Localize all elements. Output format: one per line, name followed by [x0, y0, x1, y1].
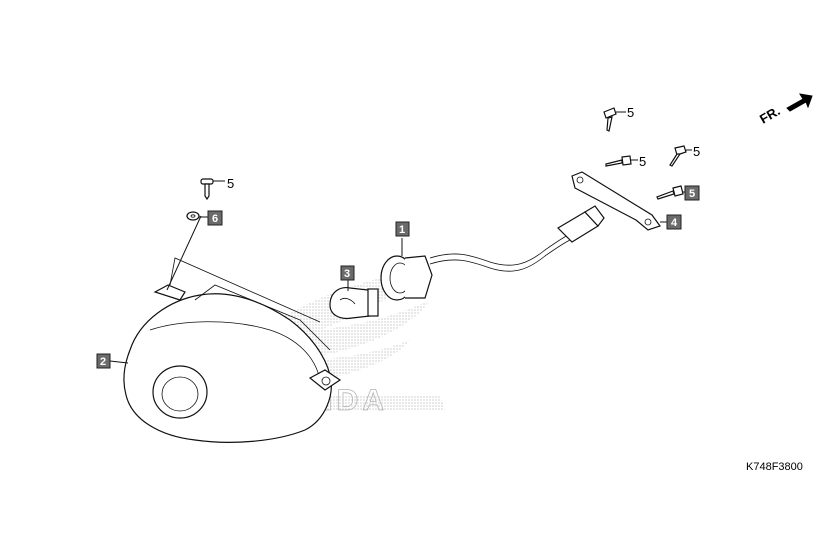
washer-part-6 — [186, 211, 208, 221]
callout-6[interactable]: 6 — [207, 210, 223, 226]
screw-part-5-lower — [656, 185, 685, 200]
svg-text:6: 6 — [212, 213, 218, 225]
callout-3[interactable]: 3 — [340, 265, 355, 281]
screw-part-5-left — [166, 178, 225, 291]
socket-part-1 — [380, 238, 433, 301]
front-direction-indicator: FR. — [757, 93, 813, 127]
callout-2[interactable]: 2 — [96, 353, 111, 369]
headlight-housing — [123, 257, 342, 443]
callout-5-boxed[interactable]: 5 — [684, 185, 700, 201]
wiring-harness — [429, 205, 605, 272]
svg-text:2: 2 — [100, 356, 106, 368]
screw-part-5-mid-right — [669, 145, 692, 167]
svg-text:4: 4 — [671, 217, 678, 229]
callout-4[interactable]: 4 — [666, 214, 682, 230]
svg-text:3: 3 — [344, 268, 350, 280]
screw-part-5-top — [603, 107, 626, 132]
bulb-part-3 — [329, 280, 379, 320]
front-label: FR. — [757, 103, 783, 126]
callout-1[interactable]: 1 — [395, 221, 410, 237]
front-arrow-icon — [786, 93, 813, 112]
stay-bracket-part-4 — [571, 171, 667, 231]
screw-part-5-mid-left — [605, 155, 638, 167]
callout-5-mid-left[interactable]: 5 — [639, 154, 646, 169]
callout-5-left[interactable]: 5 — [227, 176, 234, 191]
diagram-code: K748F3800 — [746, 461, 803, 473]
callout-5-mid-right[interactable]: 5 — [693, 144, 700, 159]
callout-5-top[interactable]: 5 — [627, 105, 634, 120]
svg-text:5: 5 — [689, 188, 695, 200]
svg-text:1: 1 — [399, 224, 405, 236]
leader-part-2 — [109, 360, 129, 364]
